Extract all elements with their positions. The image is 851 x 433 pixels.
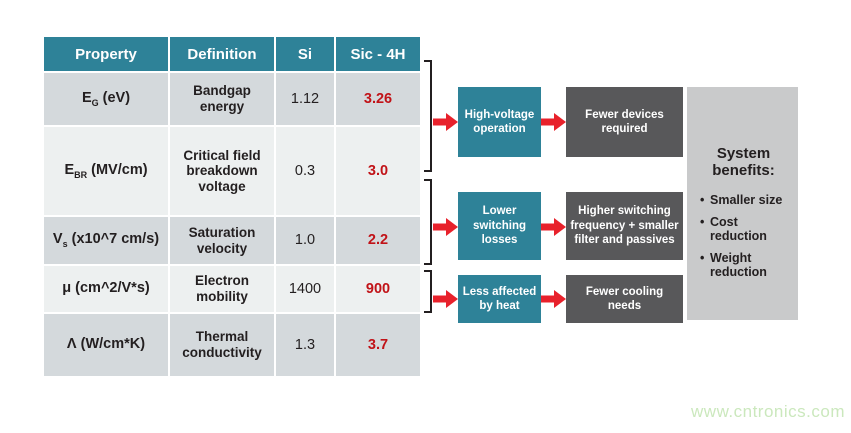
bullet-icon: • — [700, 250, 705, 265]
table-row: EG (eV) Bandgap energy 1.12 3.26 — [44, 73, 420, 125]
benefit-item: •Cost reduction — [700, 214, 767, 243]
definition-cell: Saturation velocity — [170, 217, 274, 264]
sic-value-cell: 2.2 — [336, 217, 420, 264]
arrow-right-icon — [433, 290, 458, 308]
row-group-bracket — [424, 179, 432, 265]
benefits-list: •Smaller size •Cost reduction •Weight re… — [694, 193, 793, 279]
sic-value-cell: 3.26 — [336, 73, 420, 125]
bullet-icon: • — [700, 214, 705, 229]
effect-box: Fewer cooling needs — [566, 275, 683, 323]
property-cell: EBR (MV/cm) — [44, 127, 168, 215]
column-header-sic4h: Sic - 4H — [336, 37, 420, 71]
property-cell: μ (cm^2/V*s) — [44, 266, 168, 312]
row-group-bracket — [424, 60, 432, 172]
bullet-icon: • — [700, 192, 705, 207]
effect-box: Higher switching frequency + smaller fil… — [566, 192, 683, 260]
definition-cell: Thermal conductivity — [170, 314, 274, 376]
column-header-si: Si — [276, 37, 334, 71]
row-group-bracket — [424, 270, 432, 313]
cause-box: Less affected by heat — [458, 275, 541, 323]
table-row: μ (cm^2/V*s) Electron mobility 1400 900 — [44, 266, 420, 312]
cause-box: Lower switching losses — [458, 192, 541, 260]
si-value-cell: 1.3 — [276, 314, 334, 376]
table-row: Λ (W/cm*K) Thermal conductivity 1.3 3.7 — [44, 314, 420, 376]
arrow-right-icon — [541, 113, 566, 131]
benefit-item: •Weight reduction — [700, 250, 767, 279]
si-value-cell: 1.0 — [276, 217, 334, 264]
sic-value-cell: 3.0 — [336, 127, 420, 215]
arrow-right-icon — [541, 290, 566, 308]
definition-cell: Bandgap energy — [170, 73, 274, 125]
effect-box: Fewer devices required — [566, 87, 683, 157]
cause-box: High-voltage operation — [458, 87, 541, 157]
watermark: www.cntronics.com — [691, 402, 845, 421]
column-header-definition: Definition — [170, 37, 274, 71]
property-cell: Λ (W/cm*K) — [44, 314, 168, 376]
arrow-right-icon — [541, 218, 566, 236]
benefit-item: •Smaller size — [700, 192, 783, 207]
arrow-right-icon — [433, 113, 458, 131]
si-value-cell: 1400 — [276, 266, 334, 312]
property-cell: EG (eV) — [44, 73, 168, 125]
panel-title: System benefits: — [712, 145, 775, 180]
definition-cell: Electron mobility — [170, 266, 274, 312]
si-value-cell: 1.12 — [276, 73, 334, 125]
column-header-property: Property — [44, 37, 168, 71]
sic-value-cell: 3.7 — [336, 314, 420, 376]
arrow-right-icon — [433, 218, 458, 236]
property-cell: Vs (x10^7 cm/s) — [44, 217, 168, 264]
table-row: Vs (x10^7 cm/s) Saturation velocity 1.0 … — [44, 217, 420, 264]
table-row: EBR (MV/cm) Critical field breakdown vol… — [44, 127, 420, 215]
si-value-cell: 0.3 — [276, 127, 334, 215]
table-header-row: Property Definition Si Sic - 4H — [44, 37, 420, 71]
comparison-table: Property Definition Si Sic - 4H EG (eV) … — [42, 35, 422, 378]
definition-cell: Critical field breakdown voltage — [170, 127, 274, 215]
system-benefits-panel: System benefits: •Smaller size •Cost red… — [687, 87, 798, 320]
sic-value-cell: 900 — [336, 266, 420, 312]
